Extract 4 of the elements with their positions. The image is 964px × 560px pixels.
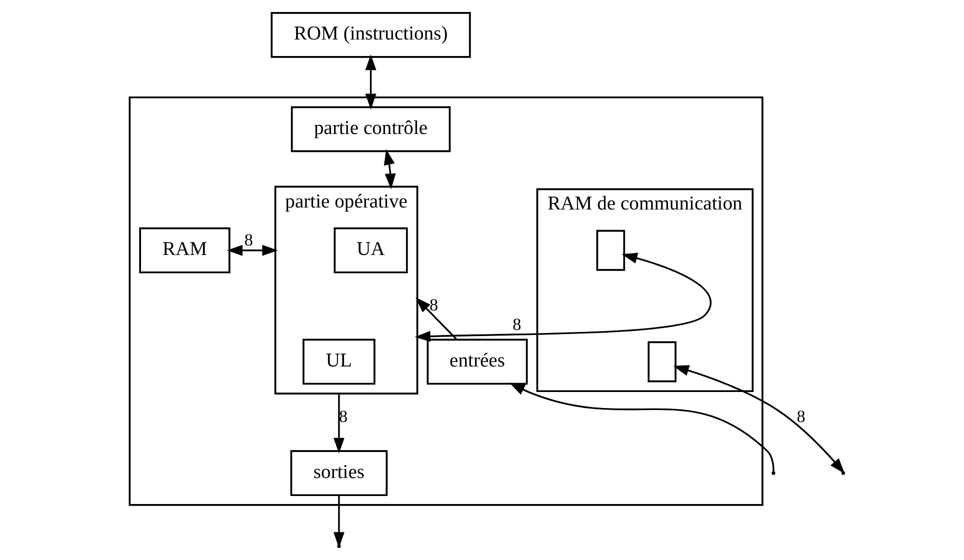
edge-label: 8 <box>512 314 522 334</box>
edge-label: 8 <box>796 406 806 426</box>
edge-label: 8 <box>244 230 253 250</box>
edge-label: 8 <box>430 296 438 315</box>
